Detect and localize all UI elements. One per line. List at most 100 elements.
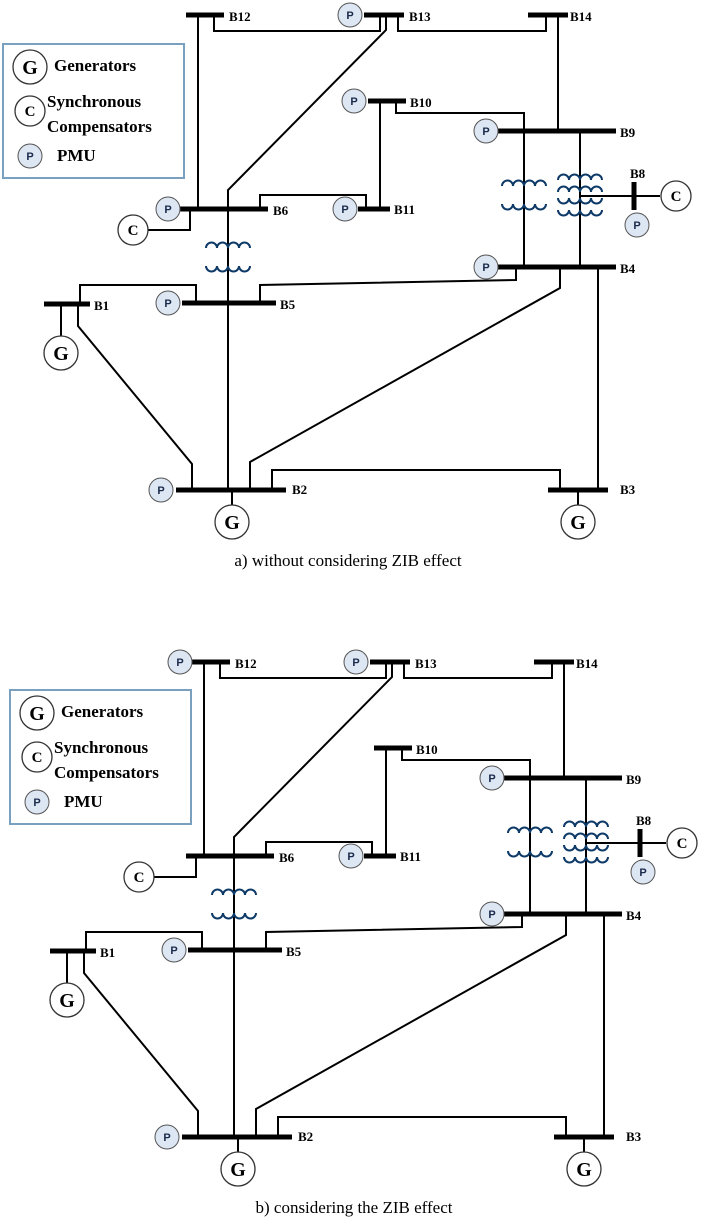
transformer-icon (205, 241, 251, 273)
bus-label-b13: B13 (409, 9, 431, 24)
svg-text:P: P (488, 773, 495, 785)
pmu-icon: P (24, 789, 50, 815)
svg-text:C: C (25, 104, 36, 120)
bus-label-b10: B10 (416, 742, 438, 757)
synchronous-compensator-icon: C (14, 95, 46, 127)
line-b1-b5 (85, 931, 203, 951)
svg-text:P: P (163, 1132, 170, 1144)
bus-label-b14: B14 (576, 656, 598, 671)
pmu-icon: P (17, 143, 43, 169)
bus-label-b8: B8 (636, 813, 652, 828)
line-b6-comp (148, 209, 191, 231)
line-b2-b3 (277, 1116, 567, 1137)
line-b12-b13 (213, 15, 381, 32)
svg-text:P: P (346, 10, 353, 22)
svg-text:P: P (633, 220, 640, 232)
generator-icon: G (19, 695, 55, 731)
pmu-icon: P (154, 1124, 180, 1150)
pmu-icon: P (338, 843, 364, 869)
svg-text:P: P (482, 262, 489, 274)
svg-text:G: G (53, 343, 69, 365)
pmu-icon: P (161, 937, 187, 963)
svg-text:P: P (350, 96, 357, 108)
bus-label-b8: B8 (630, 166, 646, 181)
transformer-icon (563, 820, 609, 852)
generator-icon: G (560, 504, 596, 540)
bus-label-b10: B10 (410, 95, 432, 110)
generator-icon: G (214, 504, 250, 540)
line-b13-b14 (403, 662, 553, 679)
legend-pmu-label: PMU (64, 792, 103, 811)
svg-text:P: P (341, 204, 348, 216)
generator-icon: G (220, 1151, 256, 1187)
transformer-icon (557, 185, 603, 217)
bus-label-b11: B11 (394, 202, 415, 217)
bus-label-b13: B13 (415, 656, 437, 671)
line-b13-b14 (397, 15, 547, 32)
legend-generators-label: Generators (61, 702, 144, 721)
transformer-icon (501, 179, 547, 211)
line-b2-b3 (271, 469, 561, 490)
pmu-icon: P (479, 765, 505, 791)
line-b2-b4 (255, 914, 567, 1137)
pmu-icon: P (332, 196, 358, 222)
bus-label-b3: B3 (626, 1129, 642, 1144)
synchronous-compensator-icon: C (660, 180, 692, 212)
pmu-icon: P (337, 2, 363, 28)
bus-label-b1: B1 (94, 298, 109, 313)
pmu-icon: P (624, 212, 650, 238)
bus-label-b4: B4 (626, 908, 642, 923)
bus-label-b1: B1 (100, 945, 115, 960)
line-b10-b9 (395, 101, 525, 131)
line-b1-b2 (77, 304, 193, 490)
pmu-icon: P (473, 254, 499, 280)
svg-text:P: P (488, 909, 495, 921)
line-b6-b11 (265, 841, 373, 856)
bus-label-b12: B12 (235, 656, 257, 671)
line-b5-b4 (259, 267, 517, 303)
svg-text:P: P (157, 485, 164, 497)
svg-text:G: G (29, 703, 45, 725)
svg-text:G: G (570, 512, 586, 534)
svg-text:C: C (134, 870, 145, 886)
svg-text:C: C (128, 223, 139, 239)
synchronous-compensator-icon: C (666, 827, 698, 859)
bus-label-b2: B2 (298, 1129, 313, 1144)
svg-text:P: P (33, 797, 40, 809)
legend-generators-label: Generators (54, 56, 137, 75)
svg-text:G: G (22, 57, 38, 79)
bus-label-b3: B3 (620, 482, 636, 497)
legend-pmu-label: PMU (57, 146, 96, 165)
svg-text:P: P (639, 867, 646, 879)
bus-label-b6: B6 (273, 203, 289, 218)
bus-label-b9: B9 (620, 125, 636, 140)
svg-text:C: C (671, 189, 682, 205)
panel-caption: b) considering the ZIB effect (255, 1198, 452, 1217)
pmu-icon: P (155, 290, 181, 316)
svg-text:G: G (576, 1159, 592, 1181)
pmu-icon: P (155, 196, 181, 222)
legend-compensators-label-1: Synchronous (54, 738, 149, 757)
legend-compensators-label-2: Compensators (47, 117, 152, 136)
line-b6-comp (154, 856, 197, 878)
svg-text:C: C (677, 836, 688, 852)
pmu-icon: P (148, 477, 174, 503)
svg-text:P: P (170, 945, 177, 957)
bus-label-b11: B11 (400, 849, 421, 864)
svg-text:P: P (164, 204, 171, 216)
line-b12-b13 (219, 662, 387, 679)
bus-label-b9: B9 (626, 772, 642, 787)
line-b1-b5 (79, 284, 197, 304)
svg-text:P: P (352, 657, 359, 669)
bus-label-b2: B2 (292, 482, 307, 497)
bus-label-b5: B5 (280, 297, 296, 312)
generator-icon: G (43, 335, 79, 371)
svg-text:G: G (59, 990, 75, 1012)
generator-icon: G (49, 982, 85, 1018)
transformer-icon (563, 832, 609, 864)
line-b13-b6 (233, 662, 393, 856)
svg-text:P: P (26, 151, 33, 163)
